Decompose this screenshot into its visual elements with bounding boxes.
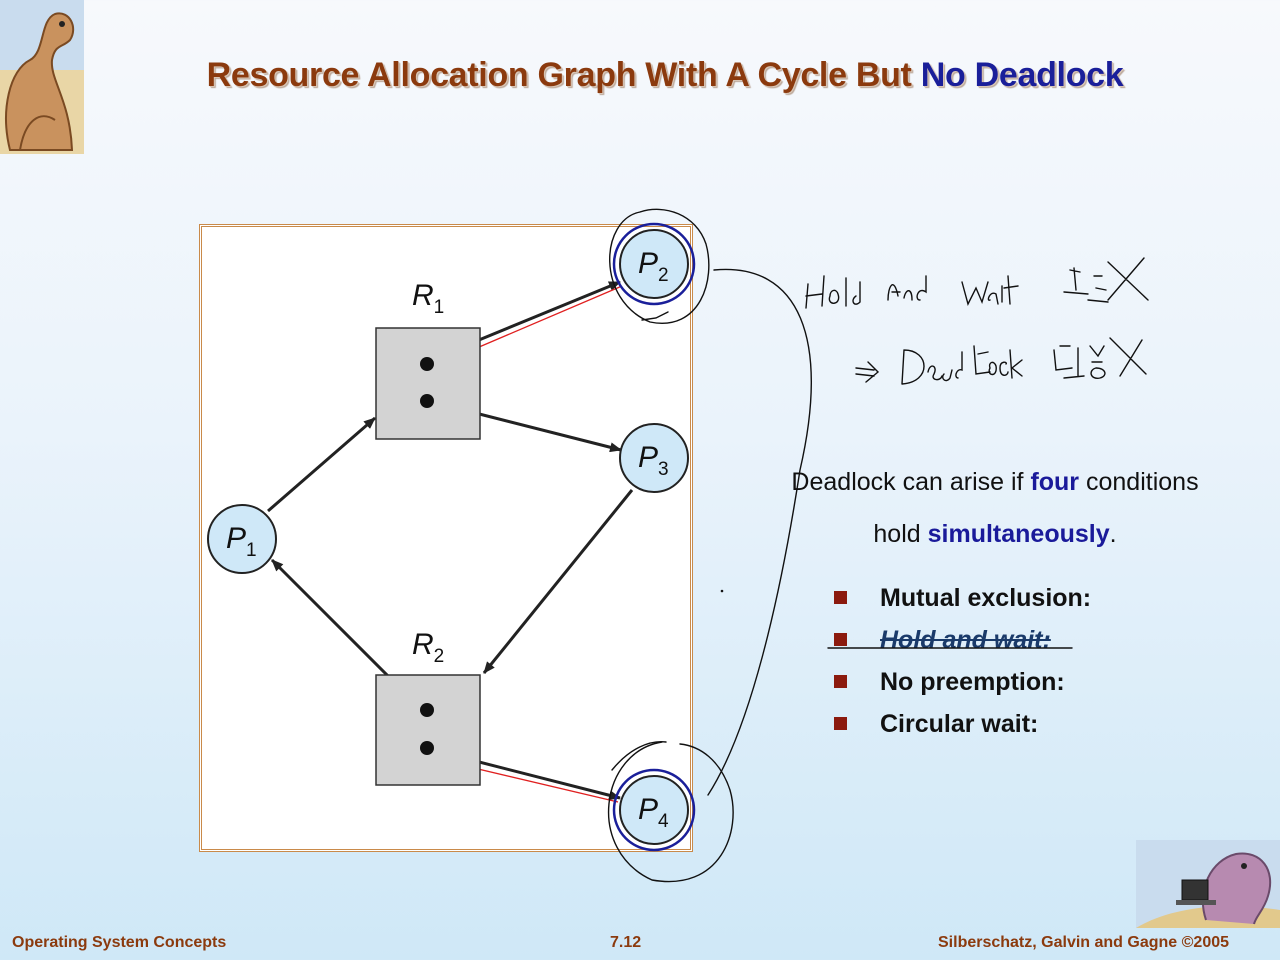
condition-hold-and-wait: Hold and wait: (834, 622, 1091, 664)
resource-r1-instance-1 (420, 357, 434, 371)
resource-r2-instance-2 (420, 741, 434, 755)
bullet-square-icon (834, 717, 847, 730)
title-highlight: No Deadlock (920, 56, 1124, 94)
bullet-square-icon (834, 591, 847, 604)
bullet-square-icon (834, 633, 847, 646)
deadlock-conditions-intro: Deadlock can arise if four conditions ho… (745, 456, 1245, 560)
resource-r2-box (375, 674, 481, 786)
intro-line-2: hold simultaneously. (873, 520, 1117, 548)
process-p3-label: P3 (638, 441, 669, 480)
condition-no-preemption: No preemption: (834, 664, 1091, 706)
process-p3-node (619, 423, 689, 493)
condition-circular-wait: Circular wait: (834, 706, 1091, 748)
page-title: Resource Allocation Graph With A Cycle B… (0, 56, 1280, 95)
resource-r1-label: R1 (412, 279, 444, 318)
resource-r1-instance-2 (420, 394, 434, 408)
edge-p1-r1 (267, 416, 376, 513)
process-p1-label: P1 (226, 522, 257, 561)
resource-r1-box (375, 327, 481, 440)
intro-line-1: Deadlock can arise if four conditions (791, 468, 1199, 496)
conditions-list: Mutual exclusion: Hold and wait: No pree… (834, 580, 1091, 748)
dinosaur-laptop-logo-bottom-right (1136, 840, 1280, 928)
footer-right: Silberschatz, Galvin and Gagne ©2005 (938, 934, 1230, 951)
condition-mutual-exclusion: Mutual exclusion: (834, 580, 1091, 622)
resource-r2-instance-1 (420, 703, 434, 717)
title-main: Resource Allocation Graph With A Cycle B… (206, 56, 921, 94)
process-p1-node (207, 504, 277, 574)
footer-left: Operating System Concepts (12, 934, 227, 951)
resource-r2-label: R2 (412, 628, 444, 667)
footer-page-number: 7.12 (610, 934, 642, 951)
dinosaur-logo-top-left (0, 0, 84, 154)
bullet-square-icon (834, 675, 847, 688)
edge-p3-r2 (482, 489, 634, 674)
